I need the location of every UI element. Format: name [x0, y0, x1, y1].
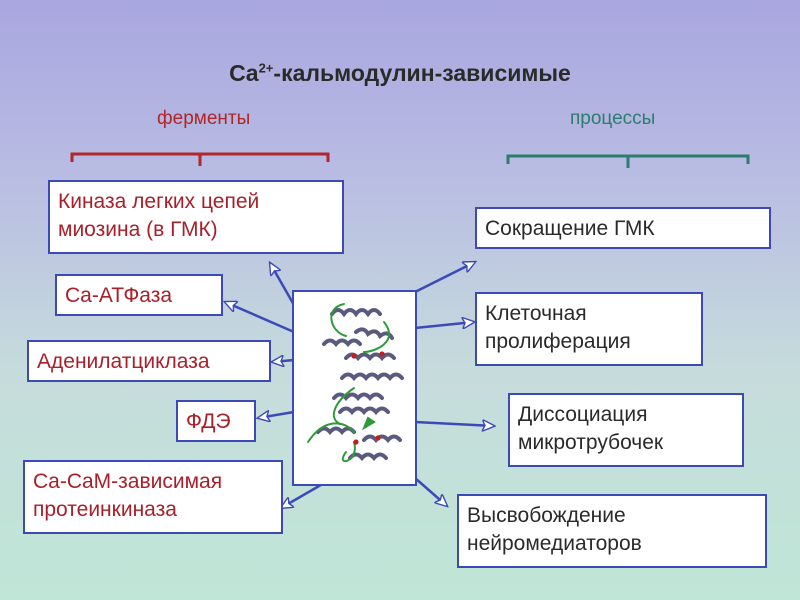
bracket-enzymes	[70, 152, 330, 166]
enzyme-box-pde: ФДЭ	[176, 400, 256, 442]
enzyme-box-protein-kinase: Ca-CaM-зависимая протеинкиназа	[23, 460, 283, 534]
process-box-microtubules: Диссоциация микротрубочек	[508, 393, 744, 467]
calmodulin-structure	[292, 290, 417, 486]
arrow-to-kinase	[270, 263, 296, 306]
arrow-to-pde	[258, 412, 295, 418]
arrow-to-microtubules	[414, 422, 494, 426]
title-main: Ca	[229, 60, 259, 86]
title-superscript: 2+	[258, 60, 274, 76]
arrow-to-adenylate-cyclase	[272, 360, 295, 362]
process-box-contraction: Сокращение ГМК	[475, 207, 771, 249]
process-box-proliferation: Клеточная пролиферация	[475, 292, 703, 366]
enzyme-box-kinase: Киназа легких цепей миозина (в ГМК)	[48, 180, 344, 254]
enzyme-box-adenylate-cyclase: Аденилатциклаза	[27, 340, 271, 382]
group-label-processes: процессы	[570, 108, 656, 129]
calmodulin-protein-structure-icon	[307, 303, 404, 462]
arrow-to-contraction	[414, 262, 475, 294]
enzyme-box-ca-atpase: Ca-АТФаза	[55, 274, 223, 316]
title-rest: -кальмодулин-зависимые	[273, 60, 571, 86]
bracket-processes	[506, 154, 750, 168]
group-label-enzymes: ферменты	[157, 108, 251, 129]
arrow-to-neurotransmitters	[414, 477, 447, 506]
diagram-title: Ca2+-кальмодулин-зависимые	[0, 60, 800, 87]
arrow-to-ca-atpase	[225, 302, 295, 334]
process-box-neurotransmitters: Высвобождение нейромедиаторов	[457, 494, 767, 568]
arrow-to-protein-kinase	[281, 480, 327, 508]
arrow-to-proliferation	[414, 322, 474, 330]
